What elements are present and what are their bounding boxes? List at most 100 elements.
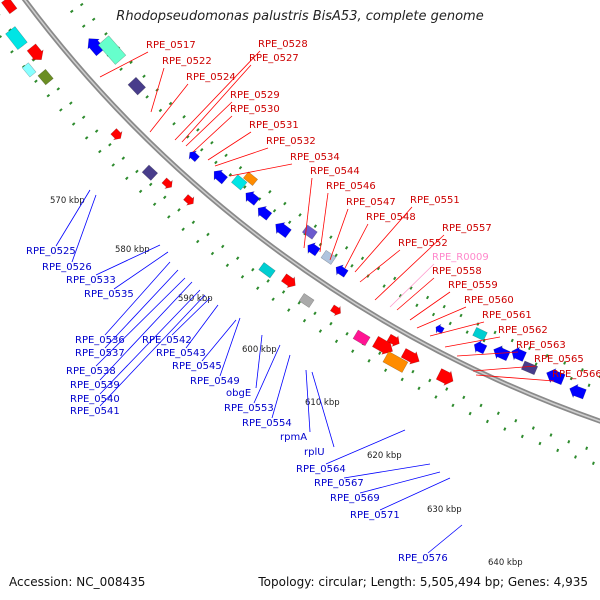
reverse-feature-3 xyxy=(127,76,146,96)
reverse-feature-arrow xyxy=(569,383,587,400)
reverse-feature-arrow xyxy=(213,169,228,185)
forward-label-leader xyxy=(185,101,233,147)
forward-gene-label: RPE_0548 xyxy=(366,212,416,223)
forward-feature-box xyxy=(141,164,159,181)
forward-gene-label: RPE_0522 xyxy=(162,56,212,67)
reverse-feature-16 xyxy=(473,340,488,355)
reverse-label-leader xyxy=(71,194,97,263)
forward-gene-label: RPE_0565 xyxy=(534,354,584,365)
forward-label-leader xyxy=(409,291,451,321)
reverse-feature-arrow xyxy=(546,368,566,386)
forward-gene-label: RPE_0532 xyxy=(266,136,316,147)
reverse-feature-box xyxy=(242,171,259,186)
reverse-label-leader xyxy=(305,369,311,433)
tick-label: 640 kbp xyxy=(488,558,523,568)
reverse-gene-label: RPE_0553 xyxy=(224,403,274,414)
reverse-feature-8 xyxy=(257,206,273,221)
forward-feature-box xyxy=(352,329,371,347)
forward-label-leader xyxy=(444,336,501,348)
tick-label: 620 kbp xyxy=(367,451,402,461)
reverse-feature-10 xyxy=(242,171,259,186)
reverse-gene-label: RPE_0567 xyxy=(314,478,364,489)
forward-gene-label: RPE_0559 xyxy=(448,280,498,291)
forward-feature-arrow xyxy=(26,43,44,60)
forward-feature-2 xyxy=(5,26,28,51)
reverse-feature-box xyxy=(472,326,488,342)
forward-feature-box xyxy=(5,26,28,51)
forward-feature-arrow xyxy=(280,273,296,289)
forward-feature-12 xyxy=(298,293,315,308)
reverse-feature-12 xyxy=(320,249,337,265)
reverse-feature-13 xyxy=(335,264,349,278)
reverse-label-leader xyxy=(99,289,201,395)
reverse-feature-6 xyxy=(231,174,248,191)
reverse-label-leader xyxy=(55,189,91,247)
reverse-label-leader xyxy=(343,463,431,479)
forward-label-leader xyxy=(303,177,313,249)
forward-feature-box xyxy=(1,0,18,15)
forward-feature-box xyxy=(298,293,315,308)
forward-label-leader xyxy=(99,51,149,78)
tick-label: 610 kbp xyxy=(305,398,340,408)
forward-label-leader xyxy=(207,131,252,161)
reverse-feature-arrow xyxy=(473,340,488,355)
reverse-label-leader xyxy=(379,477,451,511)
reverse-label-leader xyxy=(104,261,171,336)
reverse-gene-label: RPE_0526 xyxy=(42,262,92,273)
genome-title: Rhodopseudomonas palustris BisA53, compl… xyxy=(116,9,484,24)
reverse-feature-20 xyxy=(520,360,539,376)
forward-label-leader xyxy=(416,306,467,329)
forward-feature-box xyxy=(258,262,276,279)
reverse-gene-label: RPE_0571 xyxy=(350,510,400,521)
forward-gene-label: RPE_0547 xyxy=(346,197,396,208)
reverse-gene-label: RPE_0539 xyxy=(70,380,120,391)
forward-feature-10 xyxy=(258,262,276,279)
forward-label-leader xyxy=(389,263,435,308)
forward-feature-16 xyxy=(382,351,409,373)
forward-feature-5 xyxy=(21,62,37,78)
reverse-label-leader xyxy=(201,319,237,362)
forward-gene-label: RPE_0563 xyxy=(516,340,566,351)
reverse-gene-label: RPE_0542 xyxy=(142,335,192,346)
forward-feature-arrow xyxy=(329,304,341,317)
reverse-feature-21 xyxy=(546,368,566,386)
tick-label: 590 kbp xyxy=(178,294,213,304)
forward-gene-label: RPE_0560 xyxy=(464,295,514,306)
reverse-feature-arrow xyxy=(87,38,106,57)
accession-label: Accession: NC_008435 xyxy=(9,575,146,589)
forward-label-leader xyxy=(456,351,519,357)
forward-label-leader xyxy=(329,208,349,261)
reverse-feature-box xyxy=(231,174,248,191)
reverse-feature-box xyxy=(320,249,337,265)
reverse-feature-box xyxy=(520,360,539,376)
forward-label-leader xyxy=(354,206,413,273)
reverse-gene-label: RPE_0533 xyxy=(66,275,116,286)
reverse-gene-label: rplU xyxy=(304,447,325,458)
forward-gene-label: RPE_0562 xyxy=(498,325,548,336)
forward-gene-label: RPE_0531 xyxy=(249,120,299,131)
forward-gene-label: RPE_0527 xyxy=(249,53,299,64)
reverse-gene-label: RPE_0540 xyxy=(70,394,120,405)
reverse-gene-label: RPE_0537 xyxy=(75,348,125,359)
forward-feature-14 xyxy=(352,329,371,347)
reverse-feature-arrow xyxy=(511,346,527,362)
forward-feature-6 xyxy=(110,128,123,141)
reverse-gene-label: RPE_0535 xyxy=(84,289,134,300)
reverse-label-leader xyxy=(253,344,281,404)
forward-feature-13 xyxy=(329,304,341,317)
forward-gene-label: RPE_0552 xyxy=(398,238,448,249)
reverse-gene-label: RPE_0564 xyxy=(296,464,346,475)
forward-feature-11 xyxy=(280,273,296,289)
reverse-feature-arrow xyxy=(307,242,321,257)
reverse-feature-7 xyxy=(245,191,260,206)
reverse-label-leader xyxy=(185,304,219,349)
reverse-gene-label: RPE_0541 xyxy=(70,406,120,417)
forward-label-leader xyxy=(174,50,261,141)
forward-feature-1 xyxy=(1,0,18,15)
reverse-feature-9 xyxy=(275,222,292,239)
forward-label-leader xyxy=(181,64,252,143)
reverse-label-leader xyxy=(427,524,463,554)
tick-label: 630 kbp xyxy=(427,505,462,515)
forward-gene-label: RPE_0561 xyxy=(482,310,532,321)
